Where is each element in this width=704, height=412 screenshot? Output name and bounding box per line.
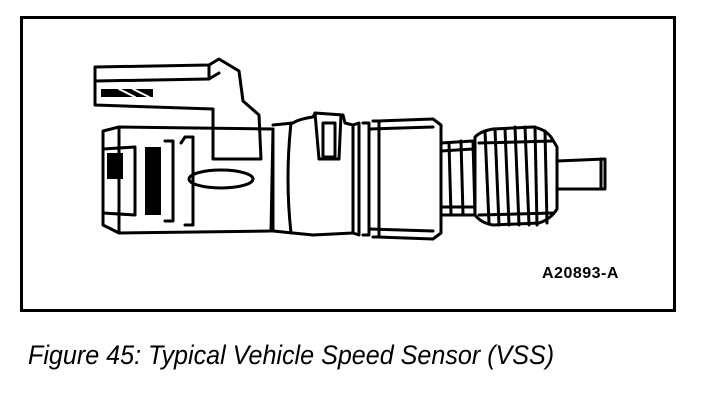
connector-latch [93, 57, 263, 161]
part-number-label: A20893-A [542, 265, 619, 282]
figure-frame: A20893-A [20, 16, 676, 312]
vss-sensor-illustration [93, 57, 607, 241]
connector-housing [101, 125, 275, 235]
hex-shoulder [439, 139, 477, 217]
figure-caption: Figure 45: Typical Vehicle Speed Sensor … [28, 340, 555, 370]
drive-gear [473, 125, 559, 227]
output-shaft [555, 157, 607, 191]
sensor-body [187, 111, 443, 241]
